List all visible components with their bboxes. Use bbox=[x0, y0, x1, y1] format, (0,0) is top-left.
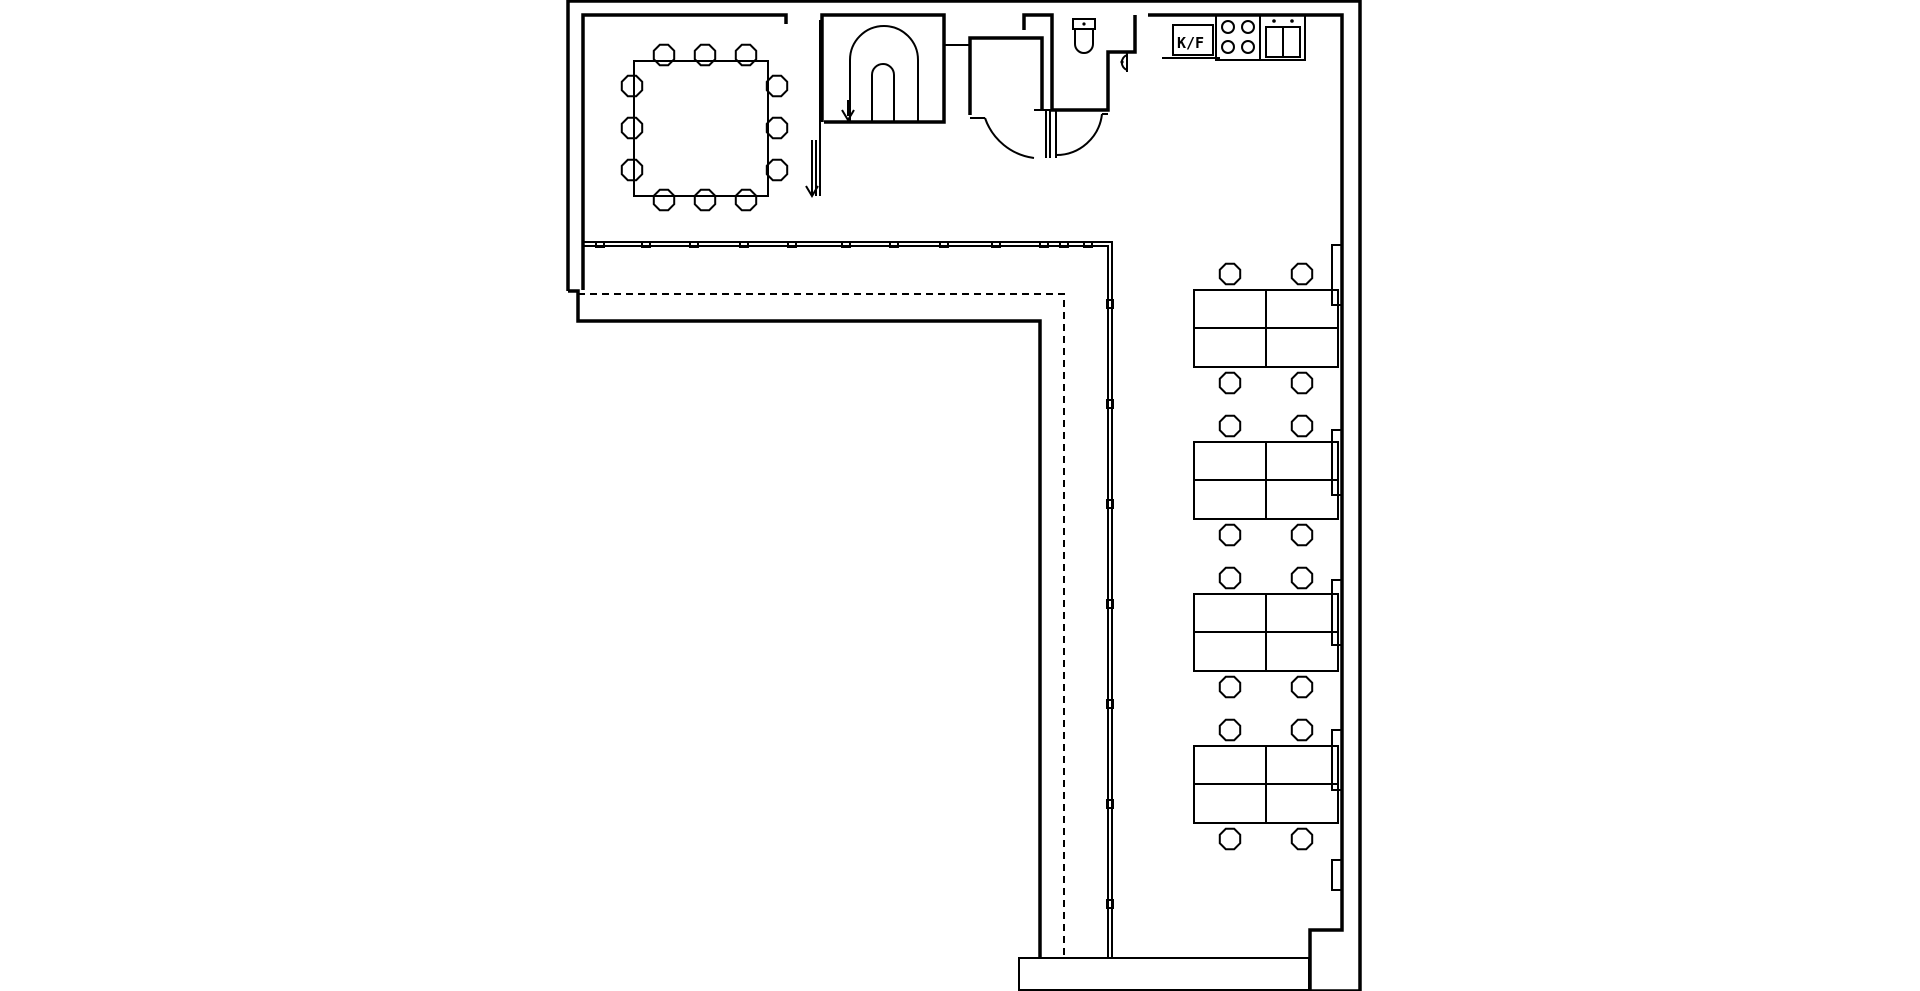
chair bbox=[620, 116, 644, 140]
mullion bbox=[991, 241, 1001, 248]
burner-icon bbox=[1241, 40, 1255, 54]
cooktop bbox=[1215, 14, 1261, 61]
mullion bbox=[939, 241, 949, 248]
mullion bbox=[689, 241, 699, 248]
desk-cluster bbox=[1193, 414, 1339, 547]
arrow-head bbox=[805, 185, 819, 198]
desk-cluster bbox=[1193, 566, 1339, 699]
chair bbox=[693, 188, 717, 212]
mullion bbox=[889, 241, 899, 248]
toilet-room bbox=[1022, 13, 1137, 158]
meeting-room bbox=[620, 20, 821, 212]
burner-icon bbox=[1221, 20, 1235, 34]
chair bbox=[1290, 262, 1314, 286]
workstation-area bbox=[1193, 262, 1339, 851]
chair bbox=[1218, 414, 1242, 438]
stair-room bbox=[820, 13, 970, 124]
mullion bbox=[1059, 241, 1069, 248]
mullion bbox=[1039, 241, 1049, 248]
kitchenette: K/F bbox=[1162, 14, 1306, 61]
desk-cluster bbox=[1193, 262, 1339, 395]
dashed-line bbox=[578, 293, 1065, 958]
wc-door-swing bbox=[1055, 113, 1103, 157]
chair bbox=[765, 116, 789, 140]
chair bbox=[1218, 718, 1242, 742]
fridge-label: K/F bbox=[1177, 34, 1204, 52]
mullion bbox=[1106, 799, 1114, 809]
chair bbox=[1290, 523, 1314, 547]
closet-door-swing bbox=[984, 117, 1035, 159]
mullion bbox=[739, 241, 749, 248]
burner-icon bbox=[1241, 20, 1255, 34]
chair bbox=[1218, 371, 1242, 395]
mullion bbox=[841, 241, 851, 248]
entrance-step bbox=[1018, 957, 1310, 991]
mullion bbox=[787, 241, 797, 248]
partition-mullions bbox=[595, 241, 1114, 909]
mullion bbox=[1106, 599, 1114, 609]
mullion bbox=[641, 241, 651, 248]
burner-icon bbox=[1221, 40, 1235, 54]
mullion bbox=[1106, 899, 1114, 909]
mullion bbox=[1106, 699, 1114, 709]
chair bbox=[1290, 371, 1314, 395]
chair bbox=[693, 43, 717, 67]
sink-icon bbox=[1120, 53, 1128, 72]
chair bbox=[1290, 827, 1314, 851]
meeting-chairs bbox=[620, 43, 789, 212]
faucet-icon bbox=[1272, 19, 1276, 23]
chair bbox=[1218, 827, 1242, 851]
mullion bbox=[1106, 399, 1114, 409]
chair bbox=[734, 43, 758, 67]
chair bbox=[1218, 675, 1242, 699]
desk-cluster bbox=[1193, 718, 1339, 851]
chair bbox=[620, 158, 644, 182]
chair bbox=[765, 158, 789, 182]
chair bbox=[1290, 675, 1314, 699]
chair bbox=[1290, 414, 1314, 438]
mullion bbox=[1083, 241, 1093, 248]
closet bbox=[968, 36, 1051, 159]
chair bbox=[1218, 523, 1242, 547]
chair bbox=[1290, 566, 1314, 590]
mullion bbox=[1106, 499, 1114, 509]
glass-partition bbox=[583, 241, 1114, 958]
chair bbox=[620, 74, 644, 98]
chair bbox=[652, 188, 676, 212]
chair bbox=[765, 74, 789, 98]
chair bbox=[734, 188, 758, 212]
meeting-table bbox=[633, 60, 769, 197]
chair bbox=[1218, 262, 1242, 286]
chair bbox=[652, 43, 676, 67]
fridge bbox=[1172, 24, 1214, 56]
chair bbox=[1290, 718, 1314, 742]
mullion bbox=[1106, 299, 1114, 309]
mullion bbox=[595, 241, 605, 248]
toilet-icon bbox=[1072, 18, 1096, 54]
chair bbox=[1218, 566, 1242, 590]
faucet-icon bbox=[1290, 19, 1294, 23]
